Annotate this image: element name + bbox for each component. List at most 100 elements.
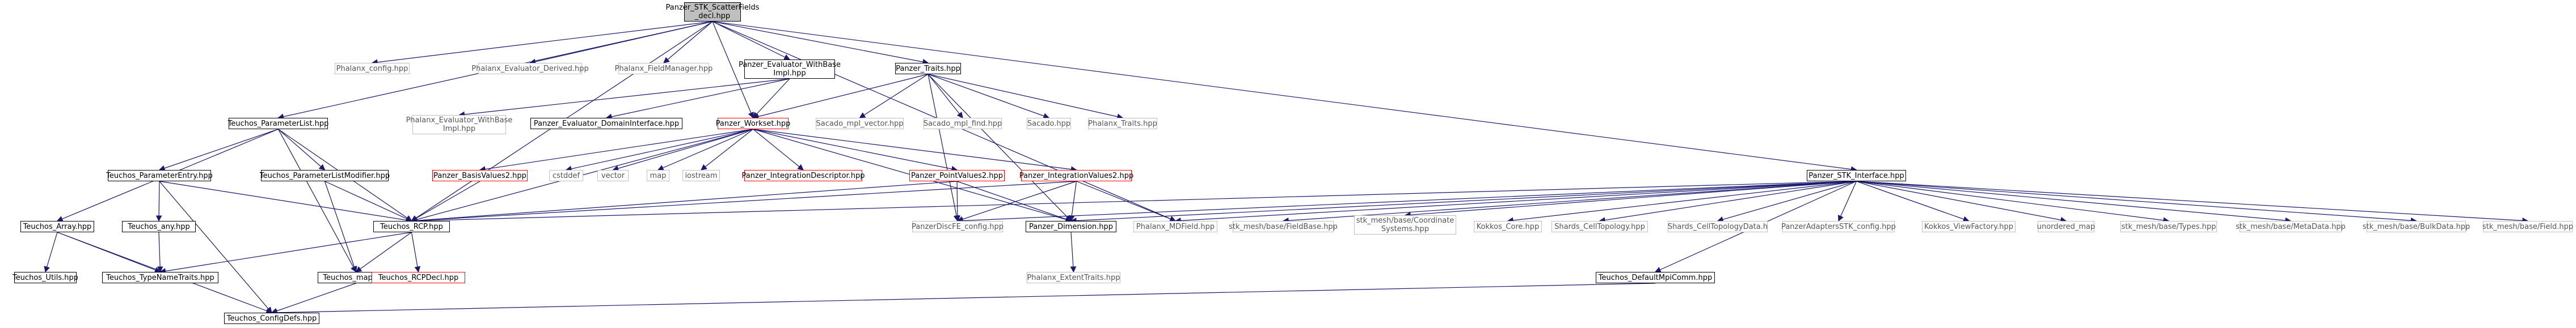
node-label: unordered_map: [2037, 222, 2096, 231]
node-teuchos-rcpdecl[interactable]: Teuchos_RCPDecl.hpp: [372, 272, 465, 283]
edge-pz-workset-to-pz-integ-values2: [753, 129, 1077, 173]
node-label: Panzer_Dimension.hpp: [1028, 222, 1114, 231]
node-label: Panzer_STK_Interface.hpp: [1808, 171, 1904, 180]
edge-teuchos-paramentry-to-teuchos-rcp: [159, 181, 412, 223]
node-pz-eval-domain[interactable]: Panzer_Evaluator_DomainInterface.hpp: [530, 118, 682, 129]
node-teuchos-rcp[interactable]: Teuchos_RCP.hpp: [373, 221, 450, 232]
node-pz-workset[interactable]: Panzer_Workset.hpp: [715, 118, 791, 129]
node-sacado-mpl-find[interactable]: Sacado_mpl_find.hpp: [924, 118, 1002, 129]
node-vector[interactable]: vector: [597, 170, 629, 181]
node-stk-types[interactable]: stk_mesh/base/Types.hpp: [2120, 221, 2217, 232]
node-stk-field[interactable]: stk_mesh/base/Field.hpp: [2482, 221, 2574, 232]
edge-pz-dimension-to-phx-extenttraits: [1070, 232, 1077, 273]
node-label: Kokkos_Core.hpp: [1476, 222, 1540, 231]
node-label: Phalanx_Evaluator_WithBase Impl.hpp: [406, 116, 513, 133]
node-teuchos-paramentry[interactable]: Teuchos_ParameterEntry.hpp: [106, 170, 213, 181]
edge-root-to-pz-traits: [712, 21, 929, 65]
node-teuchos-any[interactable]: Teuchos_any.hpp: [122, 221, 196, 232]
node-phx-fieldmgr[interactable]: Phalanx_FieldManager.hpp: [615, 63, 712, 74]
node-label: Teuchos_ParameterList.hpp: [227, 119, 329, 128]
node-cstddef[interactable]: cstddef: [549, 170, 583, 181]
edge-pz-stk-interface-to-stk-fieldbase: [1282, 181, 1857, 224]
edge-teuchos-map-to-teuchos-configdefs: [271, 283, 356, 314]
node-teuchos-typenametraits[interactable]: Teuchos_TypeNameTraits.hpp: [102, 272, 218, 283]
node-teuchos-paramlist[interactable]: Teuchos_ParameterList.hpp: [227, 118, 329, 129]
node-label: Panzer_Evaluator_WithBase Impl.hpp: [739, 61, 841, 78]
node-label: Kokkos_ViewFactory.hpp: [1924, 222, 2013, 231]
edge-pz-eval-wb-impl-to-pz-workset: [752, 78, 790, 118]
node-label: Teuchos_ParameterEntry.hpp: [106, 171, 213, 180]
node-stk-bulkdata[interactable]: stk_mesh/base/BulkData.hpp: [2363, 221, 2470, 232]
node-phx-extenttraits[interactable]: Phalanx_ExtentTraits.hpp: [1027, 272, 1120, 283]
node-stk-fieldbase[interactable]: stk_mesh/base/FieldBase.hpp: [1229, 221, 1338, 232]
node-sacado-mpl-vector[interactable]: Sacado_mpl_vector.hpp: [816, 118, 904, 129]
edge-pz-workset-to-pz-integ-desc: [753, 129, 804, 171]
edge-teuchos-plmodifier-to-teuchos-map: [324, 181, 357, 273]
node-sacado[interactable]: Sacado.hpp: [1027, 118, 1071, 129]
node-teuchos-array[interactable]: Teuchos_Array.hpp: [20, 221, 94, 232]
node-label: Panzer_IntegrationDescriptor.hpp: [741, 171, 865, 180]
node-pz-integ-desc[interactable]: Panzer_IntegrationDescriptor.hpp: [741, 170, 865, 181]
edge-pz-stk-interface-to-kokkos-core: [1507, 181, 1857, 224]
edge-pz-stk-interface-to-teuchos-rcp: [411, 181, 1857, 224]
node-map[interactable]: map: [647, 170, 669, 181]
edge-pz-stk-interface-to-kokkos-viewfactory: [1856, 181, 1970, 222]
node-phx-config[interactable]: Phalanx_config.hpp: [335, 63, 410, 74]
node-pz-basis-values2[interactable]: Panzer_BasisValues2.hpp: [432, 170, 528, 181]
edge-pz-stk-interface-to-stk-metadata: [1856, 181, 2292, 224]
node-stk-metadata[interactable]: stk_mesh/base/MetaData.hpp: [2236, 221, 2346, 232]
node-iostream[interactable]: iostream: [682, 170, 720, 181]
node-label: vector: [601, 171, 625, 180]
edge-pz-point-values2-to-pz-dimension: [956, 181, 1072, 222]
node-stk-coordsys[interactable]: stk_mesh/base/Coordinate Systems.hpp: [1354, 215, 1456, 235]
node-teuchos-configdefs[interactable]: Teuchos_ConfigDefs.hpp: [224, 313, 319, 324]
node-label: Panzer_STK_ScatterFields _decl.hpp: [665, 3, 760, 20]
node-pz-traits[interactable]: Panzer_Traits.hpp: [895, 63, 961, 74]
node-kokkos-viewfactory[interactable]: Kokkos_ViewFactory.hpp: [1922, 221, 2016, 232]
node-label: stk_mesh/base/Field.hpp: [2482, 222, 2574, 231]
edge-pz-stk-interface-to-pz-adapters-stk-config: [1838, 181, 1857, 222]
node-shards-celltopo[interactable]: Shards_CellTopology.hpp: [1551, 221, 1648, 232]
node-pz-integ-values2[interactable]: Panzer_IntegrationValues2.hpp: [1019, 170, 1133, 181]
node-phx-eval-derived[interactable]: Phalanx_Evaluator_Derived.hpp: [471, 63, 589, 74]
node-label: stk_mesh/base/Coordinate Systems.hpp: [1356, 216, 1454, 233]
node-shards-celltopodata[interactable]: Shards_CellTopologyData.h: [1668, 221, 1768, 232]
node-label: Phalanx_ExtentTraits.hpp: [1027, 273, 1120, 282]
edge-root-to-phx-fieldmgr: [663, 21, 713, 63]
node-label: Panzer_PointValues2.hpp: [910, 171, 1004, 180]
edge-pz-basis-values2-to-teuchos-rcp: [411, 181, 480, 221]
node-teuchos-plmodifier[interactable]: Teuchos_ParameterListModifier.hpp: [260, 170, 390, 181]
edge-pz-stk-interface-to-unordered-map: [1856, 181, 2067, 223]
node-phx-eval-wb-impl[interactable]: Phalanx_Evaluator_WithBase Impl.hpp: [406, 115, 512, 134]
node-pz-stk-interface[interactable]: Panzer_STK_Interface.hpp: [1807, 170, 1906, 181]
node-pz-adapters-stk-config[interactable]: PanzerAdaptersSTK_config.hpp: [1781, 221, 1896, 232]
node-teuchos-utils[interactable]: Teuchos_Utils.hpp: [12, 272, 78, 283]
node-label: Teuchos_Array.hpp: [23, 222, 92, 231]
node-phx-traits[interactable]: Phalanx_Traits.hpp: [1088, 118, 1157, 129]
edge-pz-eval-wb-impl-to-pz-eval-domain: [605, 78, 790, 120]
node-teuchos-defaultmpicomm[interactable]: Teuchos_DefaultMpiComm.hpp: [1596, 272, 1715, 283]
edge-pz-point-values2-to-teuchos-rcp: [411, 181, 958, 224]
node-pz-point-values2[interactable]: Panzer_PointValues2.hpp: [909, 170, 1005, 181]
node-phx-mdfield[interactable]: Phalanx_MDField.hpp: [1133, 221, 1217, 232]
node-label: Phalanx_Traits.hpp: [1088, 119, 1157, 128]
edge-teuchos-paramentry-to-teuchos-configdefs: [159, 181, 272, 313]
edge-teuchos-defaultmpicomm-to-teuchos-configdefs: [271, 283, 1656, 316]
node-label: Panzer_Workset.hpp: [715, 119, 791, 128]
node-pz-dof-config[interactable]: PanzerDiscFE_config.hpp: [912, 221, 1004, 232]
node-label: Teuchos_TypeNameTraits.hpp: [106, 273, 214, 282]
edge-teuchos-any-to-teuchos-typenametraits: [157, 232, 163, 273]
edge-pz-workset-to-iostream: [701, 129, 753, 171]
node-label: cstddef: [552, 171, 580, 180]
node-label: map: [650, 171, 667, 180]
node-label: Phalanx_FieldManager.hpp: [614, 64, 713, 73]
node-pz-dimension[interactable]: Panzer_Dimension.hpp: [1026, 221, 1116, 232]
node-unordered-map[interactable]: unordered_map: [2037, 221, 2096, 232]
node-root[interactable]: Panzer_STK_ScatterFields _decl.hpp: [665, 2, 760, 22]
node-kokkos-core[interactable]: Kokkos_Core.hpp: [1474, 221, 1542, 232]
node-pz-eval-wb-impl[interactable]: Panzer_Evaluator_WithBase Impl.hpp: [739, 59, 841, 79]
edge-pz-workset-to-pz-point-values2: [753, 129, 958, 172]
node-label: Shards_CellTopologyData.h: [1667, 222, 1768, 231]
